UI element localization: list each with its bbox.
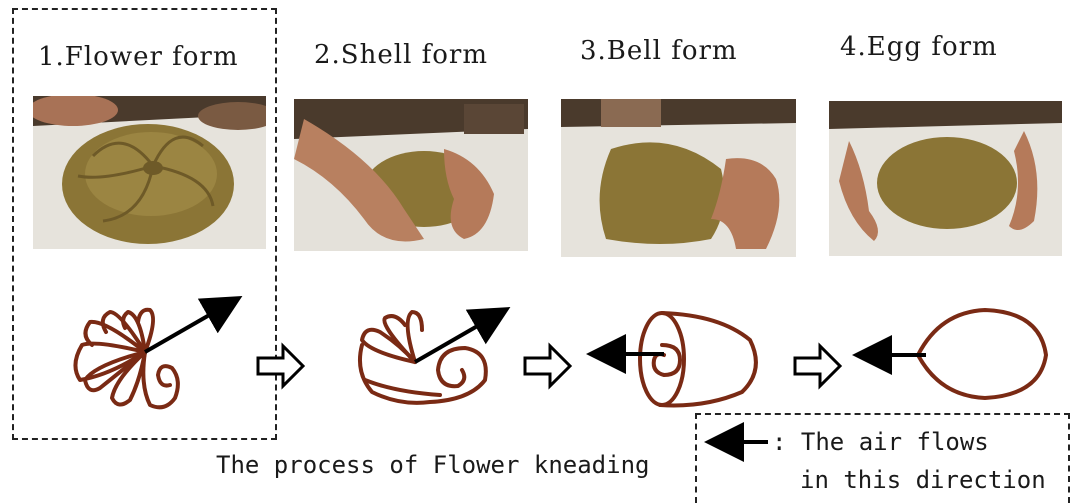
egg-form-diagram xyxy=(918,310,1046,398)
shell-air-arrow xyxy=(415,313,500,362)
legend-line2: in this direction xyxy=(800,466,1046,494)
bell-form-diagram xyxy=(640,313,756,405)
transition-arrow-3 xyxy=(795,346,840,386)
transition-arrow-2 xyxy=(525,346,570,386)
figure-caption: The process of Flower kneading xyxy=(216,451,649,479)
flower-form-diagram xyxy=(75,310,177,408)
transition-arrow-1 xyxy=(258,346,303,386)
flower-air-arrow xyxy=(145,302,232,352)
legend-line1: : The air flows xyxy=(772,428,989,456)
